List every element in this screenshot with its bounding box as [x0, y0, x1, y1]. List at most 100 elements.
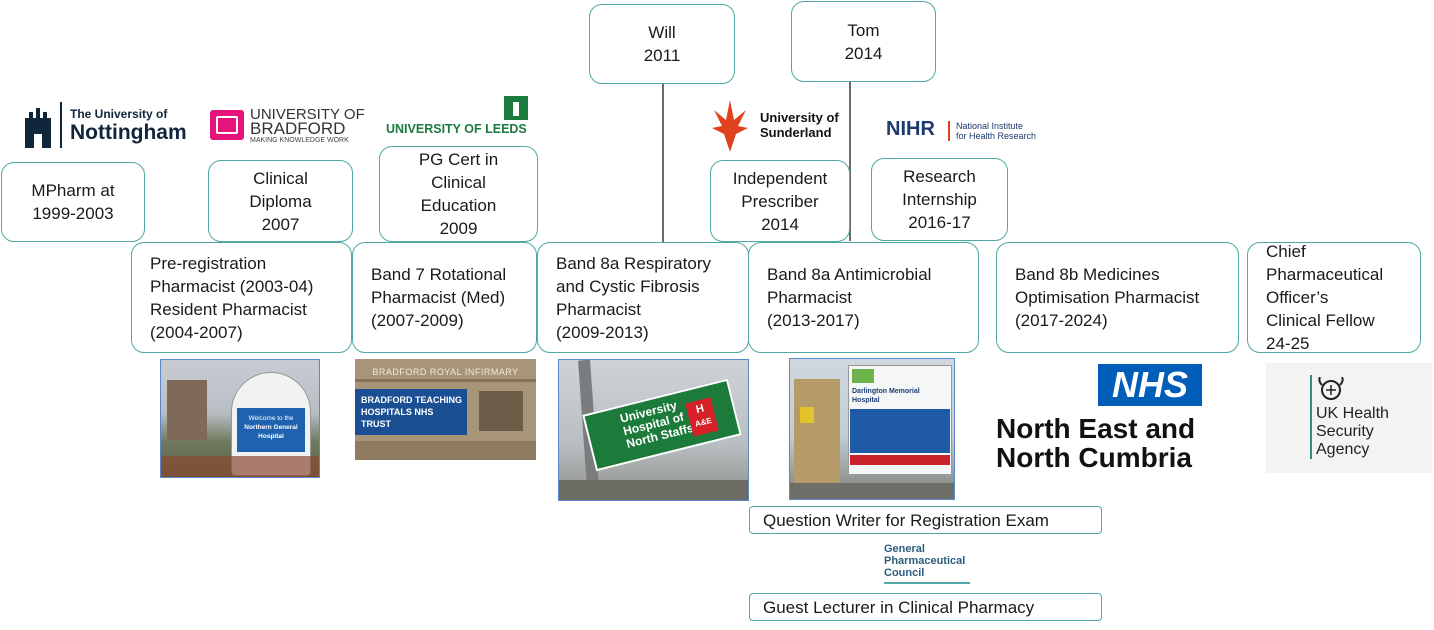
ukhsa-line2: Security [1316, 423, 1374, 440]
tom-name: Tom [847, 20, 880, 40]
bradford-logo: UNIVERSITY OF BRADFORD MAKING KNOWLEDGE … [208, 105, 365, 147]
darlington-logo-mark [852, 369, 874, 383]
role3-line3: Pharmacist [556, 299, 642, 319]
photo-bradford-royal-infirmary: BRADFORD ROYAL INFIRMARY BRADFORD TEACHI… [355, 359, 536, 460]
ukhsa-line3: Agency [1316, 441, 1370, 458]
question-writer-text: Question Writer for Registration Exam [763, 510, 1049, 530]
nhs-badge-text: NHS [1111, 364, 1188, 405]
family-box-tom: Tom 2014 [791, 1, 936, 82]
nhs-org-line2: North Cumbria [996, 442, 1192, 473]
nihr-logo-line2: for Health Research [956, 131, 1037, 141]
mpharm-line2: 1999-2003 [32, 204, 114, 223]
gphc-logo: General Pharmaceutical Council [884, 543, 974, 585]
leeds-logo-text: UNIVERSITY OF LEEDS [386, 122, 527, 136]
will-name: Will [648, 23, 676, 42]
ukhsa-line1: UK Health [1316, 405, 1389, 422]
photo-darlington-memorial: Darlington Memorial Hospital [789, 358, 955, 500]
role-box-chief-fellow: Chief Pharmaceutical Officer’s Clinical … [1247, 242, 1421, 353]
bradford-logo-line1: UNIVERSITY OF [250, 106, 365, 123]
leeds-logo: UNIVERSITY OF LEEDS [386, 96, 532, 138]
nhs-north-east-logo: NHS North East and North Cumbria [994, 364, 1210, 473]
role-box-preregistration: Pre-registration Pharmacist (2003-04) Re… [131, 242, 352, 353]
role1-line2: Pharmacist (2003-04) [150, 276, 314, 296]
timeline-connector-tom [849, 81, 851, 241]
diploma-line2: Diploma [249, 191, 312, 211]
nottingham-logo-line2: Nottingham [70, 121, 187, 144]
bradford-logo-line3: MAKING KNOWLEDGE WORK [250, 137, 349, 144]
photo-northern-general: Welcome to the Northern General Hospital [160, 359, 320, 478]
role6-line3: Officer’s [1266, 288, 1329, 307]
question-writer-box: Question Writer for Registration Exam [749, 506, 1102, 534]
darlington-sign: Darlington Memorial Hospital [852, 388, 920, 404]
role2-line3: (2007-2009) [371, 311, 464, 330]
role5-line2: Optimisation Pharmacist [1015, 288, 1200, 307]
diploma-line3: 2007 [261, 214, 300, 234]
role6-line2: Pharmaceutical [1266, 265, 1384, 284]
role3-line4: (2009-2013) [556, 322, 649, 342]
guest-lecturer-box: Guest Lecturer in Clinical Pharmacy [749, 593, 1102, 621]
prescriber-line2: Prescriber [741, 191, 819, 211]
ukhsa-logo: UK Health Security Agency [1266, 363, 1432, 473]
nottingham-logo: The University of Nottingham [20, 102, 187, 150]
family-box-will: Will 2011 [589, 4, 735, 84]
pgcert-line2: Clinical [431, 173, 486, 192]
internship-line3: 2016-17 [908, 213, 971, 232]
role1-line4: (2004-2007) [150, 322, 243, 342]
gphc-logo-line2: Pharmaceutical [884, 555, 966, 567]
north-staffs-sign: University Hospital of North Staffs [582, 378, 742, 472]
pgcert-line4: 2009 [439, 219, 478, 238]
bradford-header-text: BRADFORD ROYAL INFIRMARY [372, 367, 519, 377]
internship-line2: Internship [902, 190, 977, 209]
will-year: 2011 [643, 46, 681, 65]
nottingham-logo-line1: The University of [70, 107, 168, 121]
sunderland-flame-icon [712, 100, 748, 152]
timeline-connector-will [662, 83, 664, 243]
nihr-logo: NIHR National Institute for Health Resea… [886, 118, 1046, 146]
bradford-trust-sign: BRADFORD TEACHING HOSPITALS NHS TRUST [355, 389, 467, 435]
northern-general-sign: Welcome to the Northern General Hospital [237, 408, 305, 452]
role3-line2: and Cystic Fibrosis [556, 276, 700, 296]
bradford-logo-line2: BRADFORD [250, 119, 346, 138]
sunderland-logo: University of Sunderland [710, 96, 850, 154]
castle-icon [25, 108, 51, 148]
role-box-band8b: Band 8b Medicines Optimisation Pharmacis… [996, 242, 1239, 353]
prescriber-line1: Independent [732, 168, 828, 188]
role-box-band7: Band 7 Rotational Pharmacist (Med) (2007… [352, 242, 537, 353]
internship-line1: Research [903, 167, 976, 186]
event-box-mpharm: MPharm at 1999-2003 [1, 162, 145, 242]
nihr-logo-line1: National Institute [956, 121, 1024, 131]
role2-line1: Band 7 Rotational [371, 265, 507, 284]
role1-line1: Pre-registration [150, 253, 267, 273]
nhs-badge: NHS [1098, 364, 1202, 406]
diploma-line1: Clinical [253, 168, 308, 188]
role2-line2: Pharmacist (Med) [371, 288, 506, 307]
gphc-logo-line1: General [884, 543, 925, 555]
sunderland-logo-line2: Sunderland [760, 125, 832, 140]
role4-line3: (2013-2017) [767, 311, 860, 330]
role-box-band8a-antimicrobial: Band 8a Antimicrobial Pharmacist (2013-2… [748, 242, 979, 353]
role-box-band8a-respiratory: Band 8a Respiratory and Cystic Fibrosis … [537, 242, 749, 353]
role4-line1: Band 8a Antimicrobial [767, 265, 932, 284]
sunderland-logo-line1: University of [760, 110, 839, 125]
bradford-book-icon [210, 110, 244, 140]
role6-line5: 24-25 [1266, 334, 1310, 353]
role1-line3: Resident Pharmacist [150, 299, 307, 319]
mpharm-line1: MPharm at [31, 181, 115, 200]
guest-lecturer-text: Guest Lecturer in Clinical Pharmacy [763, 597, 1035, 617]
gphc-logo-line3: Council [884, 567, 925, 579]
photo-university-hospital-north-staffs: University Hospital of North Staffs H A&… [558, 359, 749, 501]
role5-line1: Band 8b Medicines [1015, 265, 1160, 284]
role5-line3: (2017-2024) [1015, 311, 1108, 330]
prescriber-line3: 2014 [761, 214, 799, 234]
tom-year: 2014 [844, 43, 883, 63]
role3-line1: Band 8a Respiratory [556, 253, 711, 273]
role6-line4: Clinical Fellow [1266, 311, 1375, 330]
nhs-org-line1: North East and [996, 413, 1196, 444]
royal-crest-icon [1318, 377, 1344, 400]
pgcert-line3: Education [420, 196, 497, 215]
role4-line2: Pharmacist [767, 288, 853, 307]
